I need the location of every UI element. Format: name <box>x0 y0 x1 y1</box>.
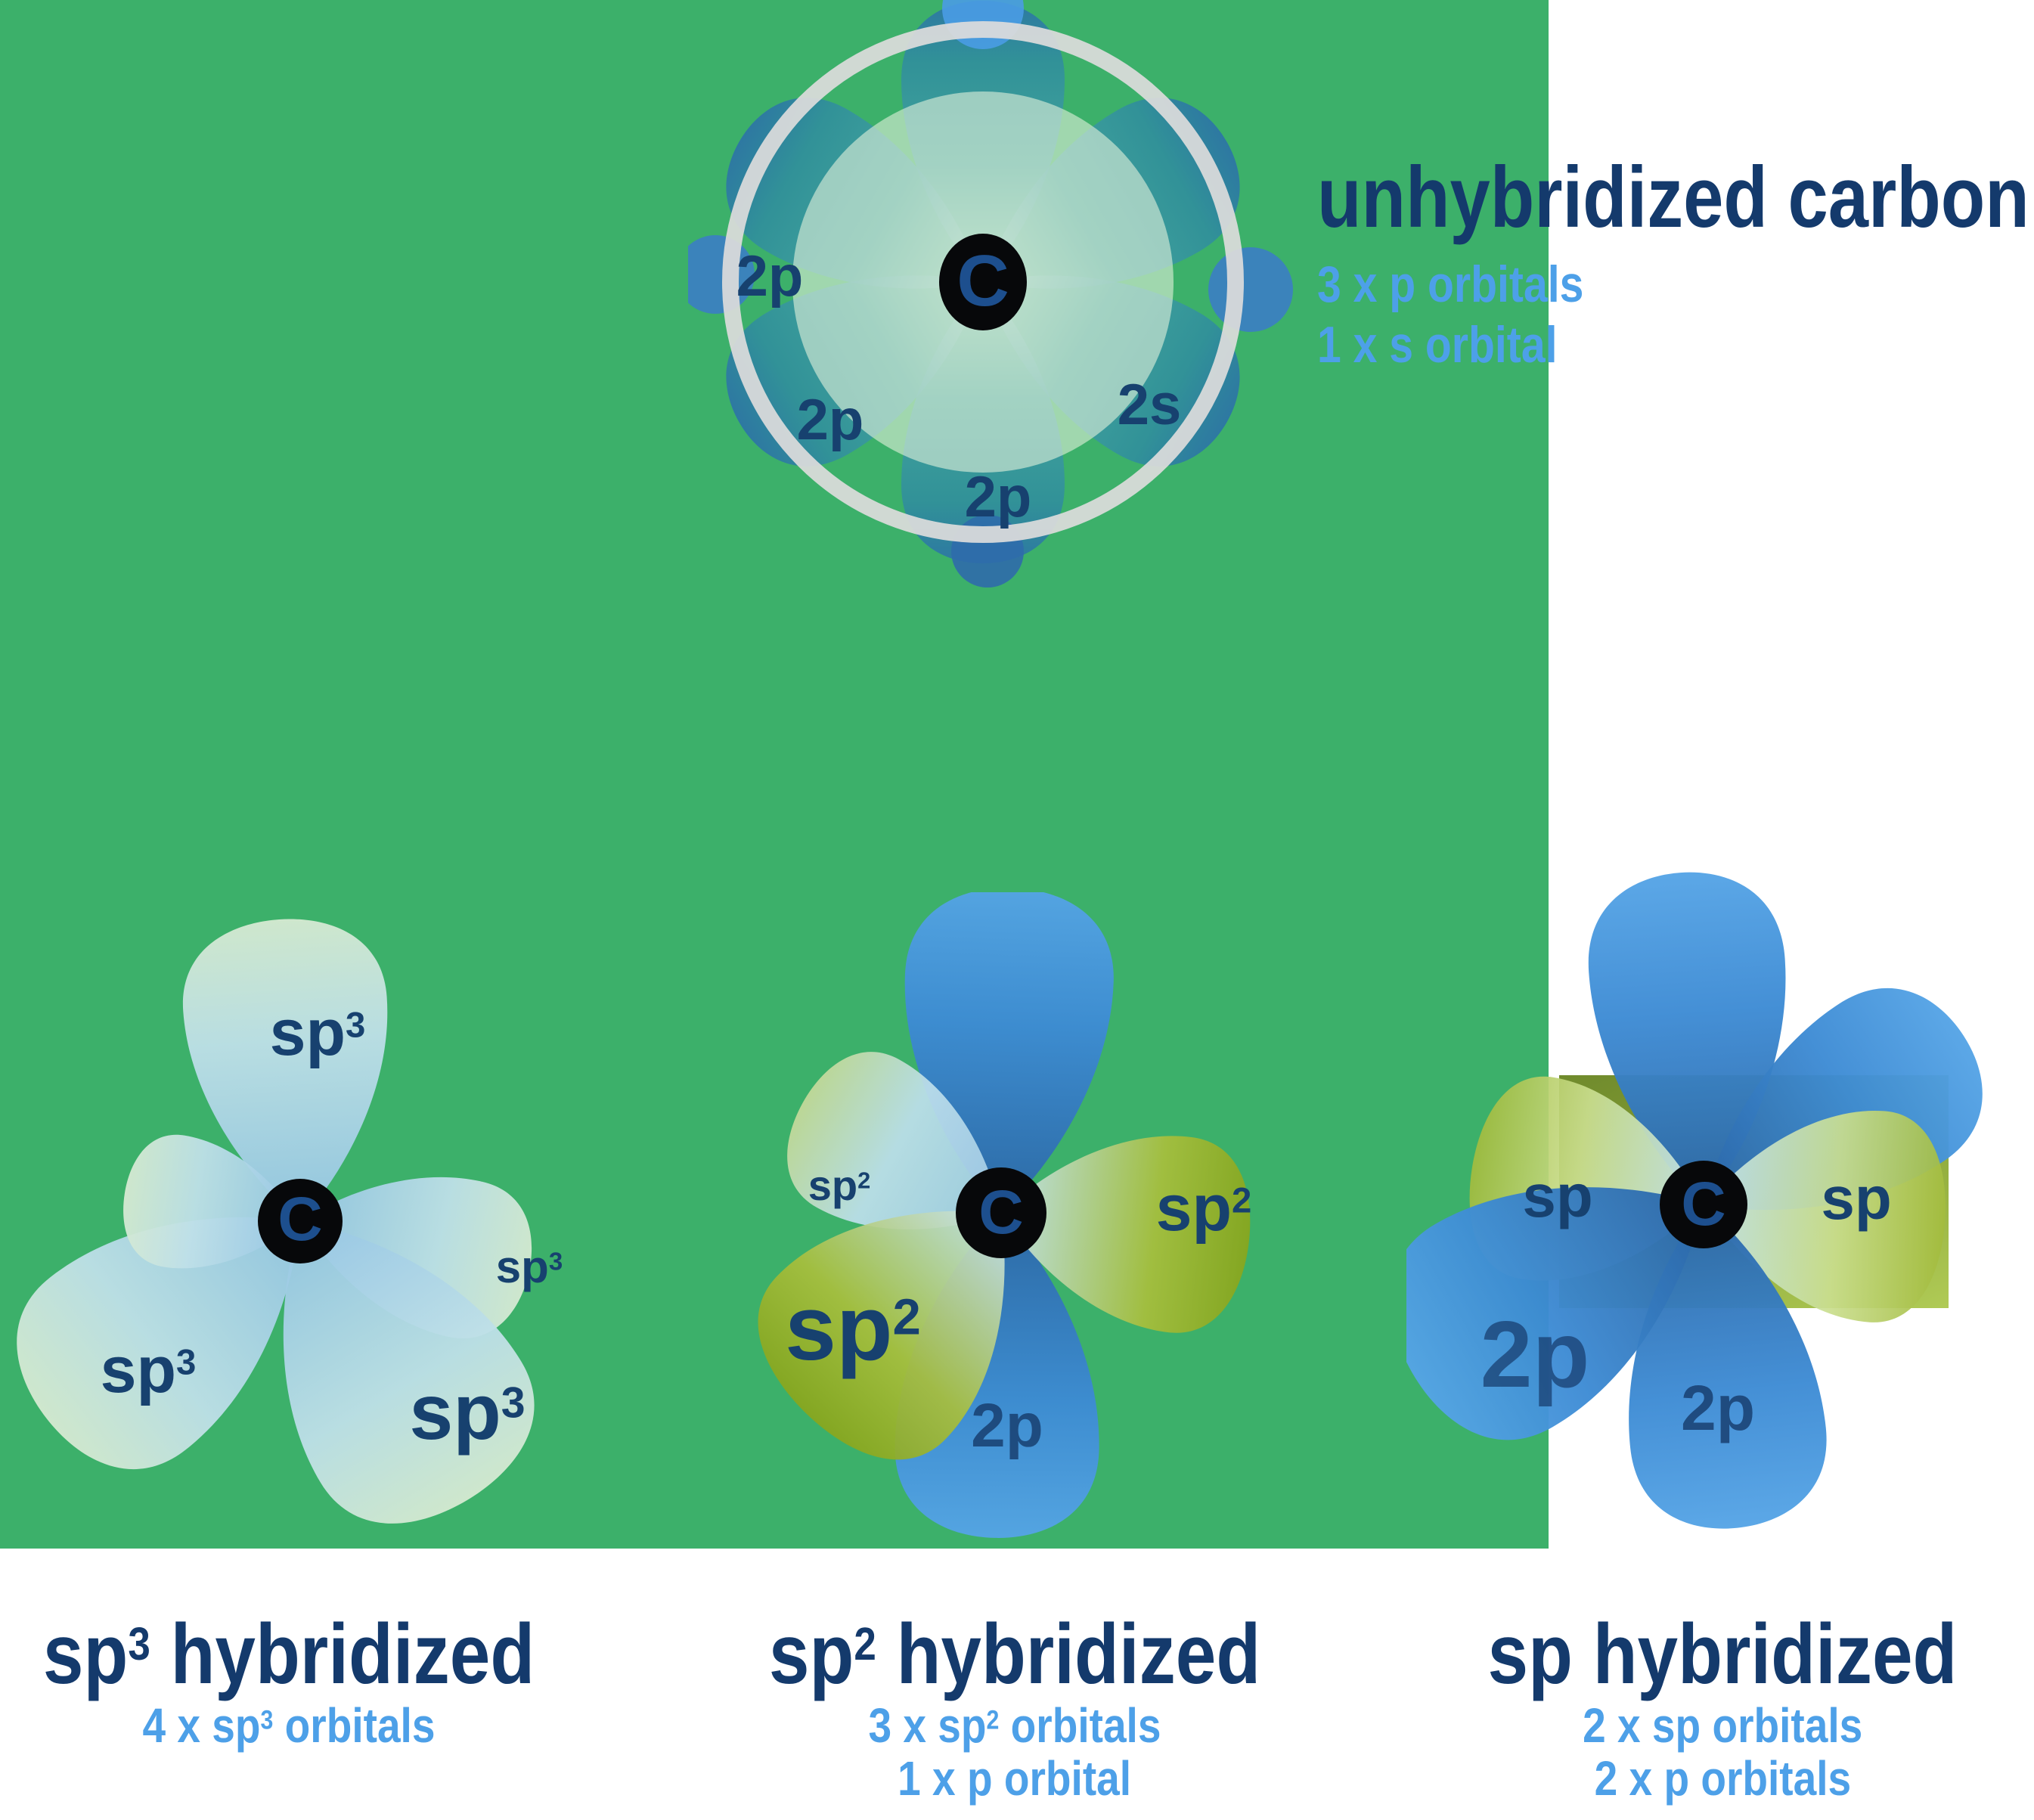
orbital-tip-sphere <box>1208 247 1293 332</box>
2p-orbital-lobe <box>1406 1187 1704 1440</box>
caption-sp2-hybridized: sp2 hybridized <box>768 1607 1261 1701</box>
subtitle-p-orbitals: 3 x p orbitals <box>1317 256 1584 313</box>
orbital-label-sp: sp <box>1522 1162 1593 1229</box>
sp-orbital-lobe <box>1704 1110 1946 1322</box>
unhybridized-carbon-diagram <box>688 0 1293 588</box>
nucleus-label-c: C <box>1681 1170 1726 1239</box>
orbital-label-2p: 2p <box>1680 1372 1756 1443</box>
subtitle-s-orbital: 1 x s orbital <box>1317 316 1558 374</box>
orbital-label-sp3: sp3 <box>100 1334 197 1406</box>
carbon-nucleus <box>939 234 1027 330</box>
title-unhybridized-carbon: unhybridized carbon <box>1317 150 2029 246</box>
sp3-orbital-lobe <box>183 919 388 1221</box>
sp3-carbon-diagram <box>17 919 535 1524</box>
sp-carbon-diagram <box>1406 872 1983 1529</box>
sp3-orbital-lobe <box>283 1221 535 1524</box>
sp3-orbital-lobe <box>123 1134 300 1269</box>
orbital-label-sp2: sp2 <box>808 1161 871 1209</box>
nucleus-label-c: C <box>278 1185 323 1254</box>
caption-sp-hybridized: sp hybridized <box>1487 1607 1958 1701</box>
orbital-label-sp3: sp3 <box>495 1242 563 1292</box>
caption-sp2-p-orbital: 1 x p orbital <box>898 1751 1132 1806</box>
2s-orbital-ring <box>722 21 1244 543</box>
carbon-nucleus <box>956 1167 1046 1258</box>
orbital-label-sp: sp <box>1821 1164 1892 1232</box>
sp2-orbital-lobe <box>758 1211 1005 1460</box>
orbital-label-2p: 2p <box>964 465 1032 529</box>
sp2-carbon-diagram <box>758 892 1251 1538</box>
caption-sp2-orbitals: 3 x sp2 orbitals <box>868 1698 1161 1753</box>
caption-sp3-hybridized: sp3 hybridized <box>42 1607 535 1701</box>
carbon-nucleus <box>1660 1161 1747 1248</box>
sp3-orbital-lobe <box>300 1177 532 1338</box>
carbon-nucleus <box>258 1179 343 1263</box>
orbital-label-2s: 2s <box>1117 373 1182 437</box>
caption-sp-p-orbitals: 2 x p orbitals <box>1594 1751 1851 1806</box>
sp2-orbital-lobe <box>1001 1136 1251 1333</box>
orbital-label-sp2: sp2 <box>1155 1172 1252 1245</box>
orbital-label-sp3: sp3 <box>409 1369 526 1456</box>
nucleus-label-c: C <box>957 240 1009 321</box>
orbital-label-2p: 2p <box>1480 1303 1590 1407</box>
orbital-label-2p: 2p <box>736 244 804 309</box>
orbital-label-sp3: sp3 <box>269 997 366 1069</box>
sp2-orbital-lobe <box>787 1052 1001 1229</box>
orbital-label-sp2: sp2 <box>785 1276 921 1379</box>
caption-sp3-orbitals: 4 x sp3 orbitals <box>142 1698 436 1753</box>
orbital-label-2p: 2p <box>796 388 864 452</box>
caption-sp-orbitals: 2 x sp orbitals <box>1582 1698 1863 1753</box>
orbital-label-2p: 2p <box>971 1391 1043 1460</box>
2p-orbital-lobe <box>1629 1205 1827 1529</box>
nucleus-label-c: C <box>978 1178 1024 1247</box>
sp3-orbital-lobe <box>17 1217 300 1469</box>
